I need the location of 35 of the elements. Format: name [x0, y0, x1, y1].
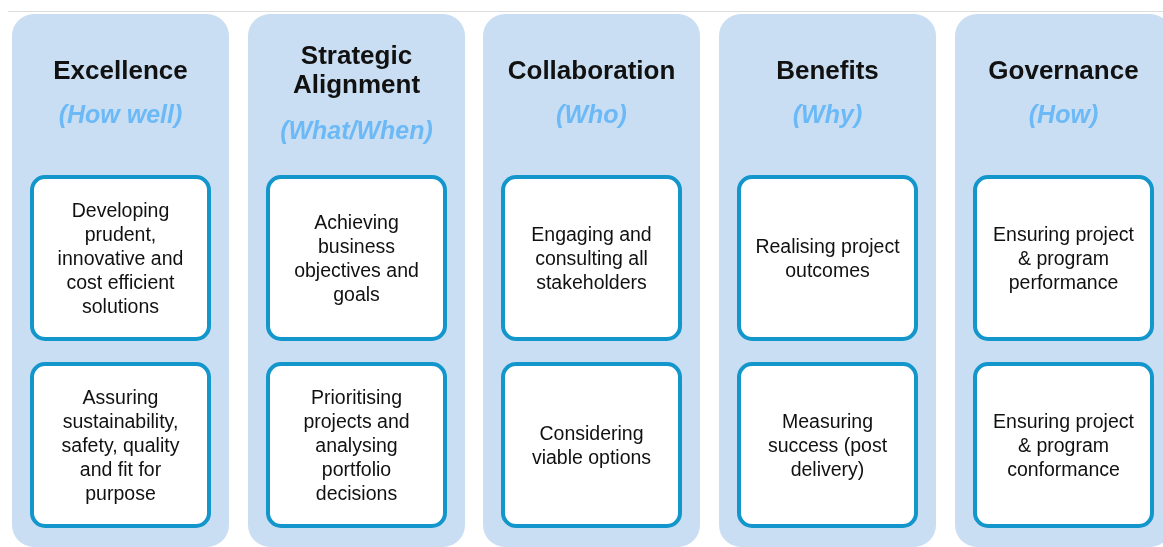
text-box	[973, 362, 1154, 528]
column-subtitle: (What/When)	[279, 116, 434, 145]
column-subtitle: (Who)	[555, 100, 628, 129]
column-panel	[719, 14, 936, 547]
box-text: Developing prudent, innovative and cost efficient solutions	[56, 198, 185, 318]
box-text: Realising project outcomes	[754, 234, 901, 282]
text-box	[30, 362, 211, 528]
column-heading: Collaboration	[506, 56, 677, 85]
box-text: Ensuring project & program performance	[992, 222, 1135, 294]
box-text: Prioritising projects and analysing portfolio decisions	[302, 385, 411, 505]
column-panel	[12, 14, 229, 547]
column-subtitle: (Why)	[791, 100, 864, 129]
box-text: Measuring success (post delivery)	[766, 409, 889, 481]
text-box	[501, 362, 682, 528]
text-box	[737, 362, 918, 528]
column-heading: Strategic Alignment	[291, 41, 422, 99]
column-subtitle: (How well)	[57, 100, 184, 129]
column-heading: Excellence	[52, 56, 189, 85]
box-text: Assuring sustainability, safety, quality and fit for purpose	[60, 385, 181, 505]
column-panel	[248, 14, 465, 547]
box-text: Achieving business objectives and goals	[293, 210, 420, 306]
text-box	[973, 175, 1154, 341]
column-panel	[483, 14, 700, 547]
text-box	[501, 175, 682, 341]
column-heading: Governance	[987, 56, 1140, 85]
column-subtitle: (How)	[1027, 100, 1100, 129]
column-heading: Benefits	[775, 56, 880, 85]
text-box	[30, 175, 211, 341]
text-box	[266, 175, 447, 341]
box-text: Ensuring project & program conformance	[992, 409, 1135, 481]
text-box	[737, 175, 918, 341]
column-panel	[955, 14, 1163, 547]
text-box	[266, 362, 447, 528]
box-text: Engaging and consulting all stakeholders	[530, 222, 653, 294]
box-text: Considering viable options	[530, 421, 653, 469]
